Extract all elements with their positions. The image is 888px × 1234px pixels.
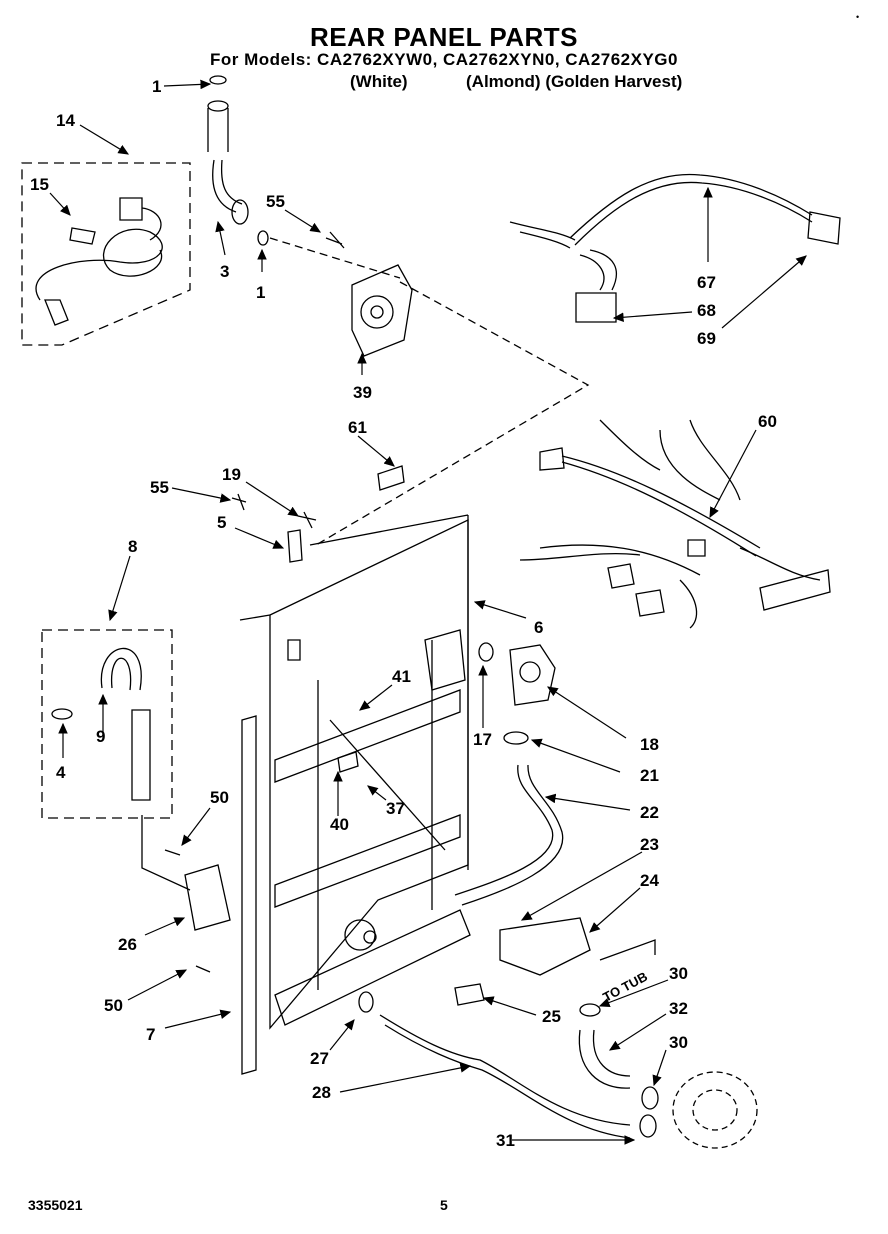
callout-25: 25 xyxy=(542,1007,561,1026)
wire-harness-upper xyxy=(509,173,841,323)
callout-labels: 1 14 15 3 1 55 39 67 68 69 60 61 55 19 5… xyxy=(30,77,777,1150)
callout-17: 17 xyxy=(473,730,492,749)
models-line: For Models: CA2762XYW0, CA2762XYN0, CA27… xyxy=(209,50,678,69)
leader-lines xyxy=(49,79,807,1145)
callout-24: 24 xyxy=(640,871,659,890)
page-title: REAR PANEL PARTS xyxy=(309,22,579,52)
callout-1a: 1 xyxy=(152,77,161,96)
tub-label: TO TUB xyxy=(600,969,650,1005)
callout-41: 41 xyxy=(392,667,411,686)
side-rail xyxy=(241,715,257,1075)
part-number: 3355021 xyxy=(28,1197,83,1213)
callout-15: 15 xyxy=(30,175,49,194)
callout-55a: 55 xyxy=(266,192,285,211)
callout-31: 31 xyxy=(496,1131,515,1150)
variant-almond-golden: (Almond) (Golden Harvest) xyxy=(466,72,683,91)
callout-67: 67 xyxy=(697,273,716,292)
power-cord-kit-box xyxy=(21,162,191,346)
switch-bracket xyxy=(184,864,231,931)
callout-6: 6 xyxy=(534,618,543,637)
callout-7: 7 xyxy=(146,1025,155,1044)
callout-14: 14 xyxy=(56,111,75,130)
callout-27: 27 xyxy=(310,1049,329,1068)
callout-30b: 30 xyxy=(669,1033,688,1052)
drain-hose xyxy=(379,1014,631,1139)
callout-69: 69 xyxy=(697,329,716,348)
page-number: 5 xyxy=(440,1197,448,1213)
callout-18: 18 xyxy=(640,735,659,754)
pump-bracket xyxy=(499,917,591,976)
callout-1b: 1 xyxy=(256,283,265,302)
bracket-61 xyxy=(377,465,405,491)
callout-4: 4 xyxy=(56,763,66,782)
callout-32: 32 xyxy=(669,999,688,1018)
callout-61: 61 xyxy=(348,418,367,437)
callout-55b: 55 xyxy=(150,478,169,497)
callout-28: 28 xyxy=(312,1083,331,1102)
inlet-hose xyxy=(207,75,269,246)
inlet-valve-bracket xyxy=(325,231,413,357)
variant-white: (White) xyxy=(350,72,408,91)
water-pump xyxy=(478,642,556,745)
callout-8: 8 xyxy=(128,537,137,556)
pump-hose xyxy=(454,764,564,906)
tub-fitting xyxy=(672,1071,758,1149)
callout-19: 19 xyxy=(222,465,241,484)
callout-39: 39 xyxy=(353,383,372,402)
wire-harness-main xyxy=(519,419,831,629)
drain-hose-kit-box xyxy=(41,629,173,819)
clip-5 xyxy=(287,529,303,563)
callout-3: 3 xyxy=(220,262,229,281)
callout-60: 60 xyxy=(758,412,777,431)
callout-21: 21 xyxy=(640,766,659,785)
callout-9: 9 xyxy=(96,727,105,746)
rear-panel xyxy=(239,514,471,1030)
callout-50a: 50 xyxy=(210,788,229,807)
callout-26: 26 xyxy=(118,935,137,954)
callout-50b: 50 xyxy=(104,996,123,1015)
callout-22: 22 xyxy=(640,803,659,822)
callout-30a: 30 xyxy=(669,964,688,983)
part-25 xyxy=(454,983,485,1006)
callout-23: 23 xyxy=(640,835,659,854)
callout-37: 37 xyxy=(386,799,405,818)
hose-32 xyxy=(578,1029,631,1089)
callout-5: 5 xyxy=(217,513,226,532)
corner-mark: • xyxy=(856,12,860,22)
callout-68: 68 xyxy=(697,301,716,320)
callout-40: 40 xyxy=(330,815,349,834)
